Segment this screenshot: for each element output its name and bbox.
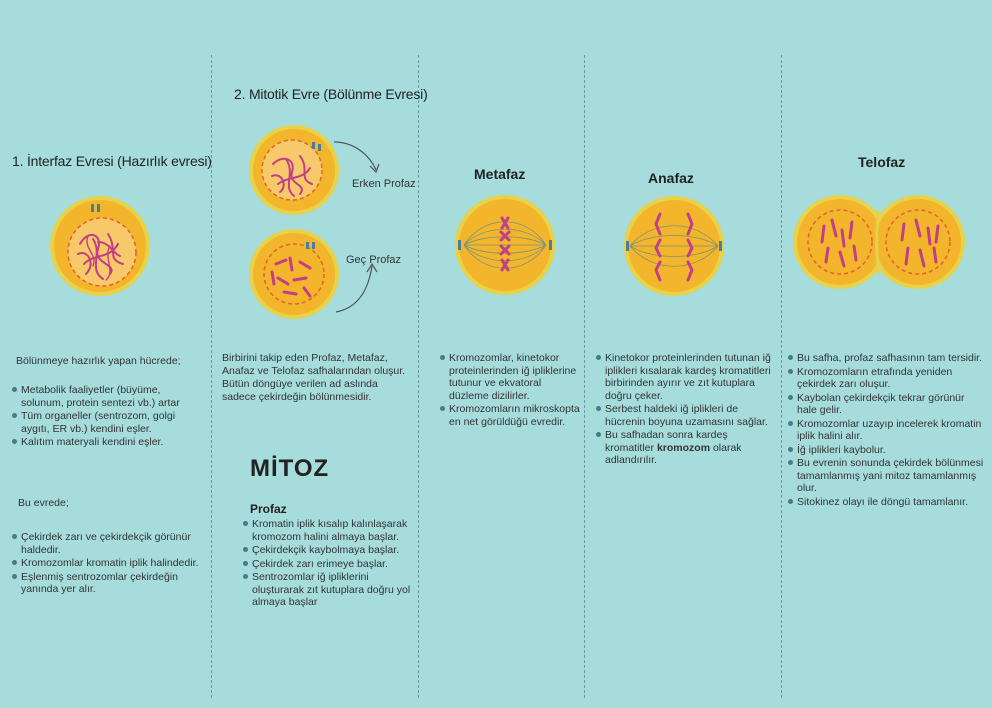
metafaz-title: Metafaz xyxy=(474,166,526,182)
divider-2 xyxy=(418,55,419,698)
list-item: Çekirdek zarı ve çekirdekçik görünür hal… xyxy=(12,531,204,556)
list-item: Eşlenmiş sentrozomlar çekirdeğin yanında… xyxy=(12,571,204,596)
list-item-text: Bu safhadan sonra kardeş kromatitler xyxy=(605,429,728,454)
interfaz-title: 1. İnterfaz Evresi (Hazırlık evresi) xyxy=(12,153,212,169)
list-item: Bu evrenin sonunda çekirdek bölünmesi ta… xyxy=(788,457,984,495)
profaz-list: Kromatin iplik kısalıp kalınlaşarak krom… xyxy=(243,518,413,610)
late-prophase-cell xyxy=(249,229,339,319)
list-item: Kaybolan çekirdekçik tekrar görünür hale… xyxy=(788,392,984,417)
metafaz-list: Kromozomlar, kinetokor proteinlerinden i… xyxy=(440,352,580,429)
list-item: Kromozomlar, kinetokor proteinlerinden i… xyxy=(440,352,580,402)
list-item: Metabolik faaliyetler (büyüme, solunum, … xyxy=(12,384,204,409)
anafaz-title: Anafaz xyxy=(648,170,694,186)
interfaz-list-2: Çekirdek zarı ve çekirdekçik görünür hal… xyxy=(12,531,204,597)
interfaz-cell xyxy=(50,196,150,296)
telophase-cell xyxy=(793,195,965,289)
list-item: Kromozomlar kromatin iplik halindedir. xyxy=(12,557,204,570)
mitoz-heading: MİTOZ xyxy=(250,455,330,482)
list-item: Bu safha, profaz safhasının tam tersidir… xyxy=(788,352,984,365)
mitotik-title: 2. Mitotik Evre (Bölünme Evresi) xyxy=(234,86,428,102)
list-item: Kalıtım materyali kendini eşler. xyxy=(12,436,204,449)
list-item: Kromozomların mikroskopta en net görüldü… xyxy=(440,403,580,428)
anafaz-list: Kinetokor proteinlerinden tutunan iğ ipl… xyxy=(596,352,776,468)
arrow-icon xyxy=(335,262,378,313)
list-item: Tüm organeller (sentrozom, golgi aygıtı,… xyxy=(12,410,204,435)
list-item: İğ iplikleri kaybolur. xyxy=(788,444,984,457)
early-prophase-label: Erken Profaz xyxy=(352,178,416,190)
list-item: Sentrozomlar iğ ipliklerini oluşturarak … xyxy=(243,571,413,609)
list-item: Serbest haldeki iğ iplikleri de hücrenin… xyxy=(596,403,776,428)
divider-3 xyxy=(584,55,585,698)
kromozom-term: kromozom xyxy=(656,441,711,454)
list-item: Çekirdek zarı erimeye başlar. xyxy=(243,558,413,571)
divider-1 xyxy=(211,55,212,698)
chromatin xyxy=(77,233,124,281)
early-prophase-cell xyxy=(249,125,339,215)
telofaz-list: Bu safha, profaz safhasının tam tersidir… xyxy=(788,352,984,509)
late-prophase-label: Geç Profaz xyxy=(346,254,402,266)
list-item: Bu safhadan sonra kardeş kromatitler kro… xyxy=(596,429,776,467)
centrosome-icon xyxy=(91,204,100,212)
interfaz-mid: Bu evrede; xyxy=(18,497,69,509)
interfaz-intro: Bölünmeye hazırlık yapan hücrede; xyxy=(16,355,181,367)
list-item: Kromozomların etrafında yeniden çekirdek… xyxy=(788,366,984,391)
list-item: Çekirdekçik kaybolmaya başlar. xyxy=(243,544,413,557)
divider-4 xyxy=(781,55,782,698)
interfaz-list-1: Metabolik faaliyetler (büyüme, solunum, … xyxy=(12,384,204,450)
list-item: Sitokinez olayı ile döngü tamamlanır. xyxy=(788,496,984,509)
arrow-icon xyxy=(333,141,380,174)
list-item-text: olarak adlandırılır. xyxy=(605,441,742,467)
anaphase-cell xyxy=(624,196,724,296)
metaphase-cell xyxy=(455,195,555,295)
mitotik-desc: Birbirini takip eden Profaz, Metafaz, An… xyxy=(222,352,406,403)
list-item: Kromozomlar uzayıp incelerek kromatin ip… xyxy=(788,418,984,443)
list-item: Kromatin iplik kısalıp kalınlaşarak krom… xyxy=(243,518,413,543)
telofaz-title: Telofaz xyxy=(858,154,906,170)
profaz-title: Profaz xyxy=(250,502,287,516)
list-item: Kinetokor proteinlerinden tutunan iğ ipl… xyxy=(596,352,776,402)
